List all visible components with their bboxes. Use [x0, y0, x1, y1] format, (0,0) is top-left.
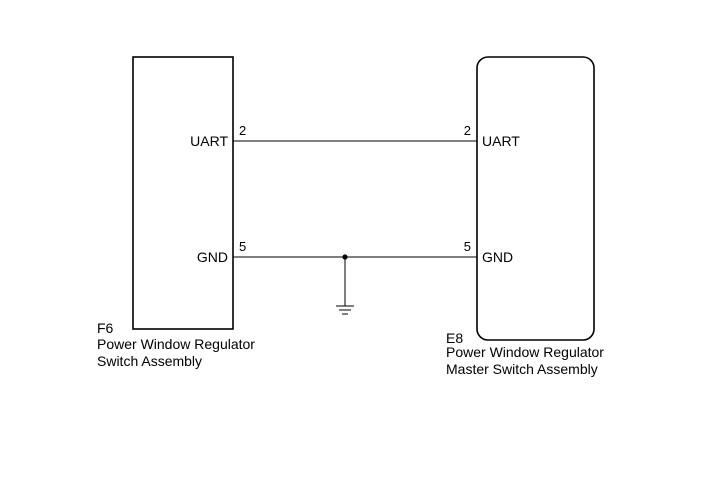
- left-component-box: [132, 56, 234, 330]
- right-gnd-pin: 5: [464, 239, 471, 254]
- left-component-name-line1: Power Window Regulator: [97, 336, 255, 352]
- right-uart-label: UART: [482, 133, 520, 149]
- left-uart-label: UART: [190, 133, 228, 149]
- right-component-box: [476, 56, 595, 341]
- left-component-name-line2: Switch Assembly: [97, 353, 202, 369]
- left-uart-pin: 2: [239, 123, 246, 138]
- right-connector-code: E8: [446, 330, 463, 346]
- left-connector-code: F6: [97, 320, 114, 336]
- right-component-name-line1: Power Window Regulator: [446, 344, 604, 360]
- left-gnd-label: GND: [197, 249, 228, 265]
- right-gnd-label: GND: [482, 249, 513, 265]
- ground-icon: [336, 254, 354, 315]
- right-component-name-line2: Master Switch Assembly: [446, 361, 598, 377]
- right-uart-pin: 2: [464, 123, 471, 138]
- left-gnd-pin: 5: [239, 239, 246, 254]
